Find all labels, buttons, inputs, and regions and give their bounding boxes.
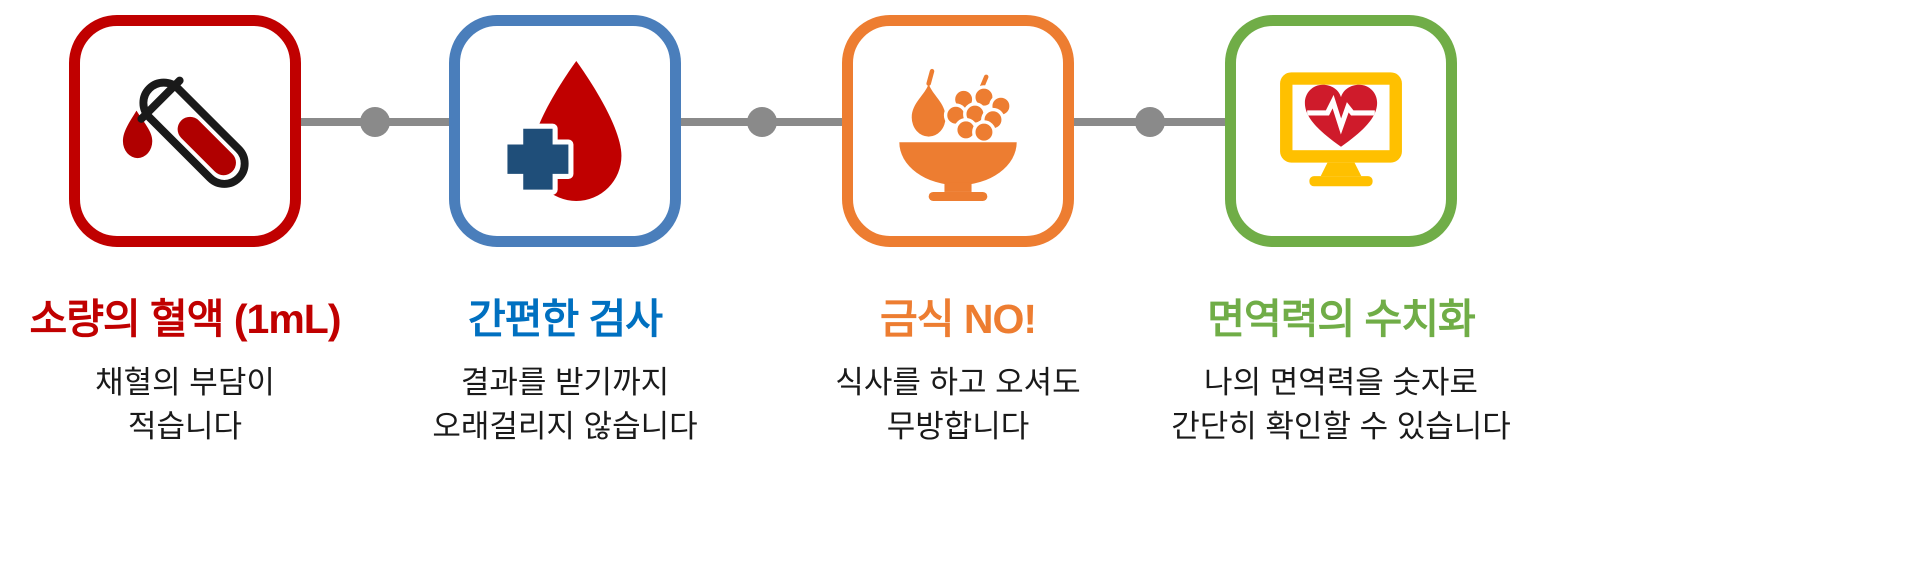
step-subtitle: 결과를 받기까지 오래걸리지 않습니다 (432, 365, 698, 445)
step-title: 간편한 검사 (468, 296, 663, 342)
blood-drop-cross-icon (486, 52, 644, 210)
connector-dot (360, 107, 390, 137)
fruit-bowl-icon (879, 52, 1037, 210)
blood-test-tube-icon (106, 52, 264, 210)
step-subtitle: 식사를 하고 오셔도 무방합니다 (835, 365, 1081, 445)
step-title: 면역력의 수치화 (1207, 296, 1475, 342)
step-title: 소량의 혈액 (1mL) (29, 296, 342, 342)
connector-dot (747, 107, 777, 137)
step-immunity-score: 면역력의 수치화 나의 면역력을 숫자로 간단히 확인할 수 있습니다 (1141, 15, 1541, 449)
step-title: 금식 NO! (880, 296, 1037, 342)
monitor-heart-icon (1262, 52, 1420, 210)
step-simple-test: 간편한 검사 결과를 받기까지 오래걸리지 않습니다 (365, 15, 765, 449)
step-icon-box (1225, 15, 1457, 247)
step-subtitle: 나의 면역력을 숫자로 간단히 확인할 수 있습니다 (1171, 365, 1511, 445)
step-no-fasting: 금식 NO! 식사를 하고 오셔도 무방합니다 (758, 15, 1158, 449)
step-icon-box (842, 15, 1074, 247)
step-icon-box (69, 15, 301, 247)
step-blood-sample: 소량의 혈액 (1mL) 채혈의 부담이 적습니다 (0, 15, 385, 449)
step-subtitle: 채혈의 부담이 적습니다 (95, 365, 275, 445)
connector-dot (1135, 107, 1165, 137)
step-icon-box (449, 15, 681, 247)
